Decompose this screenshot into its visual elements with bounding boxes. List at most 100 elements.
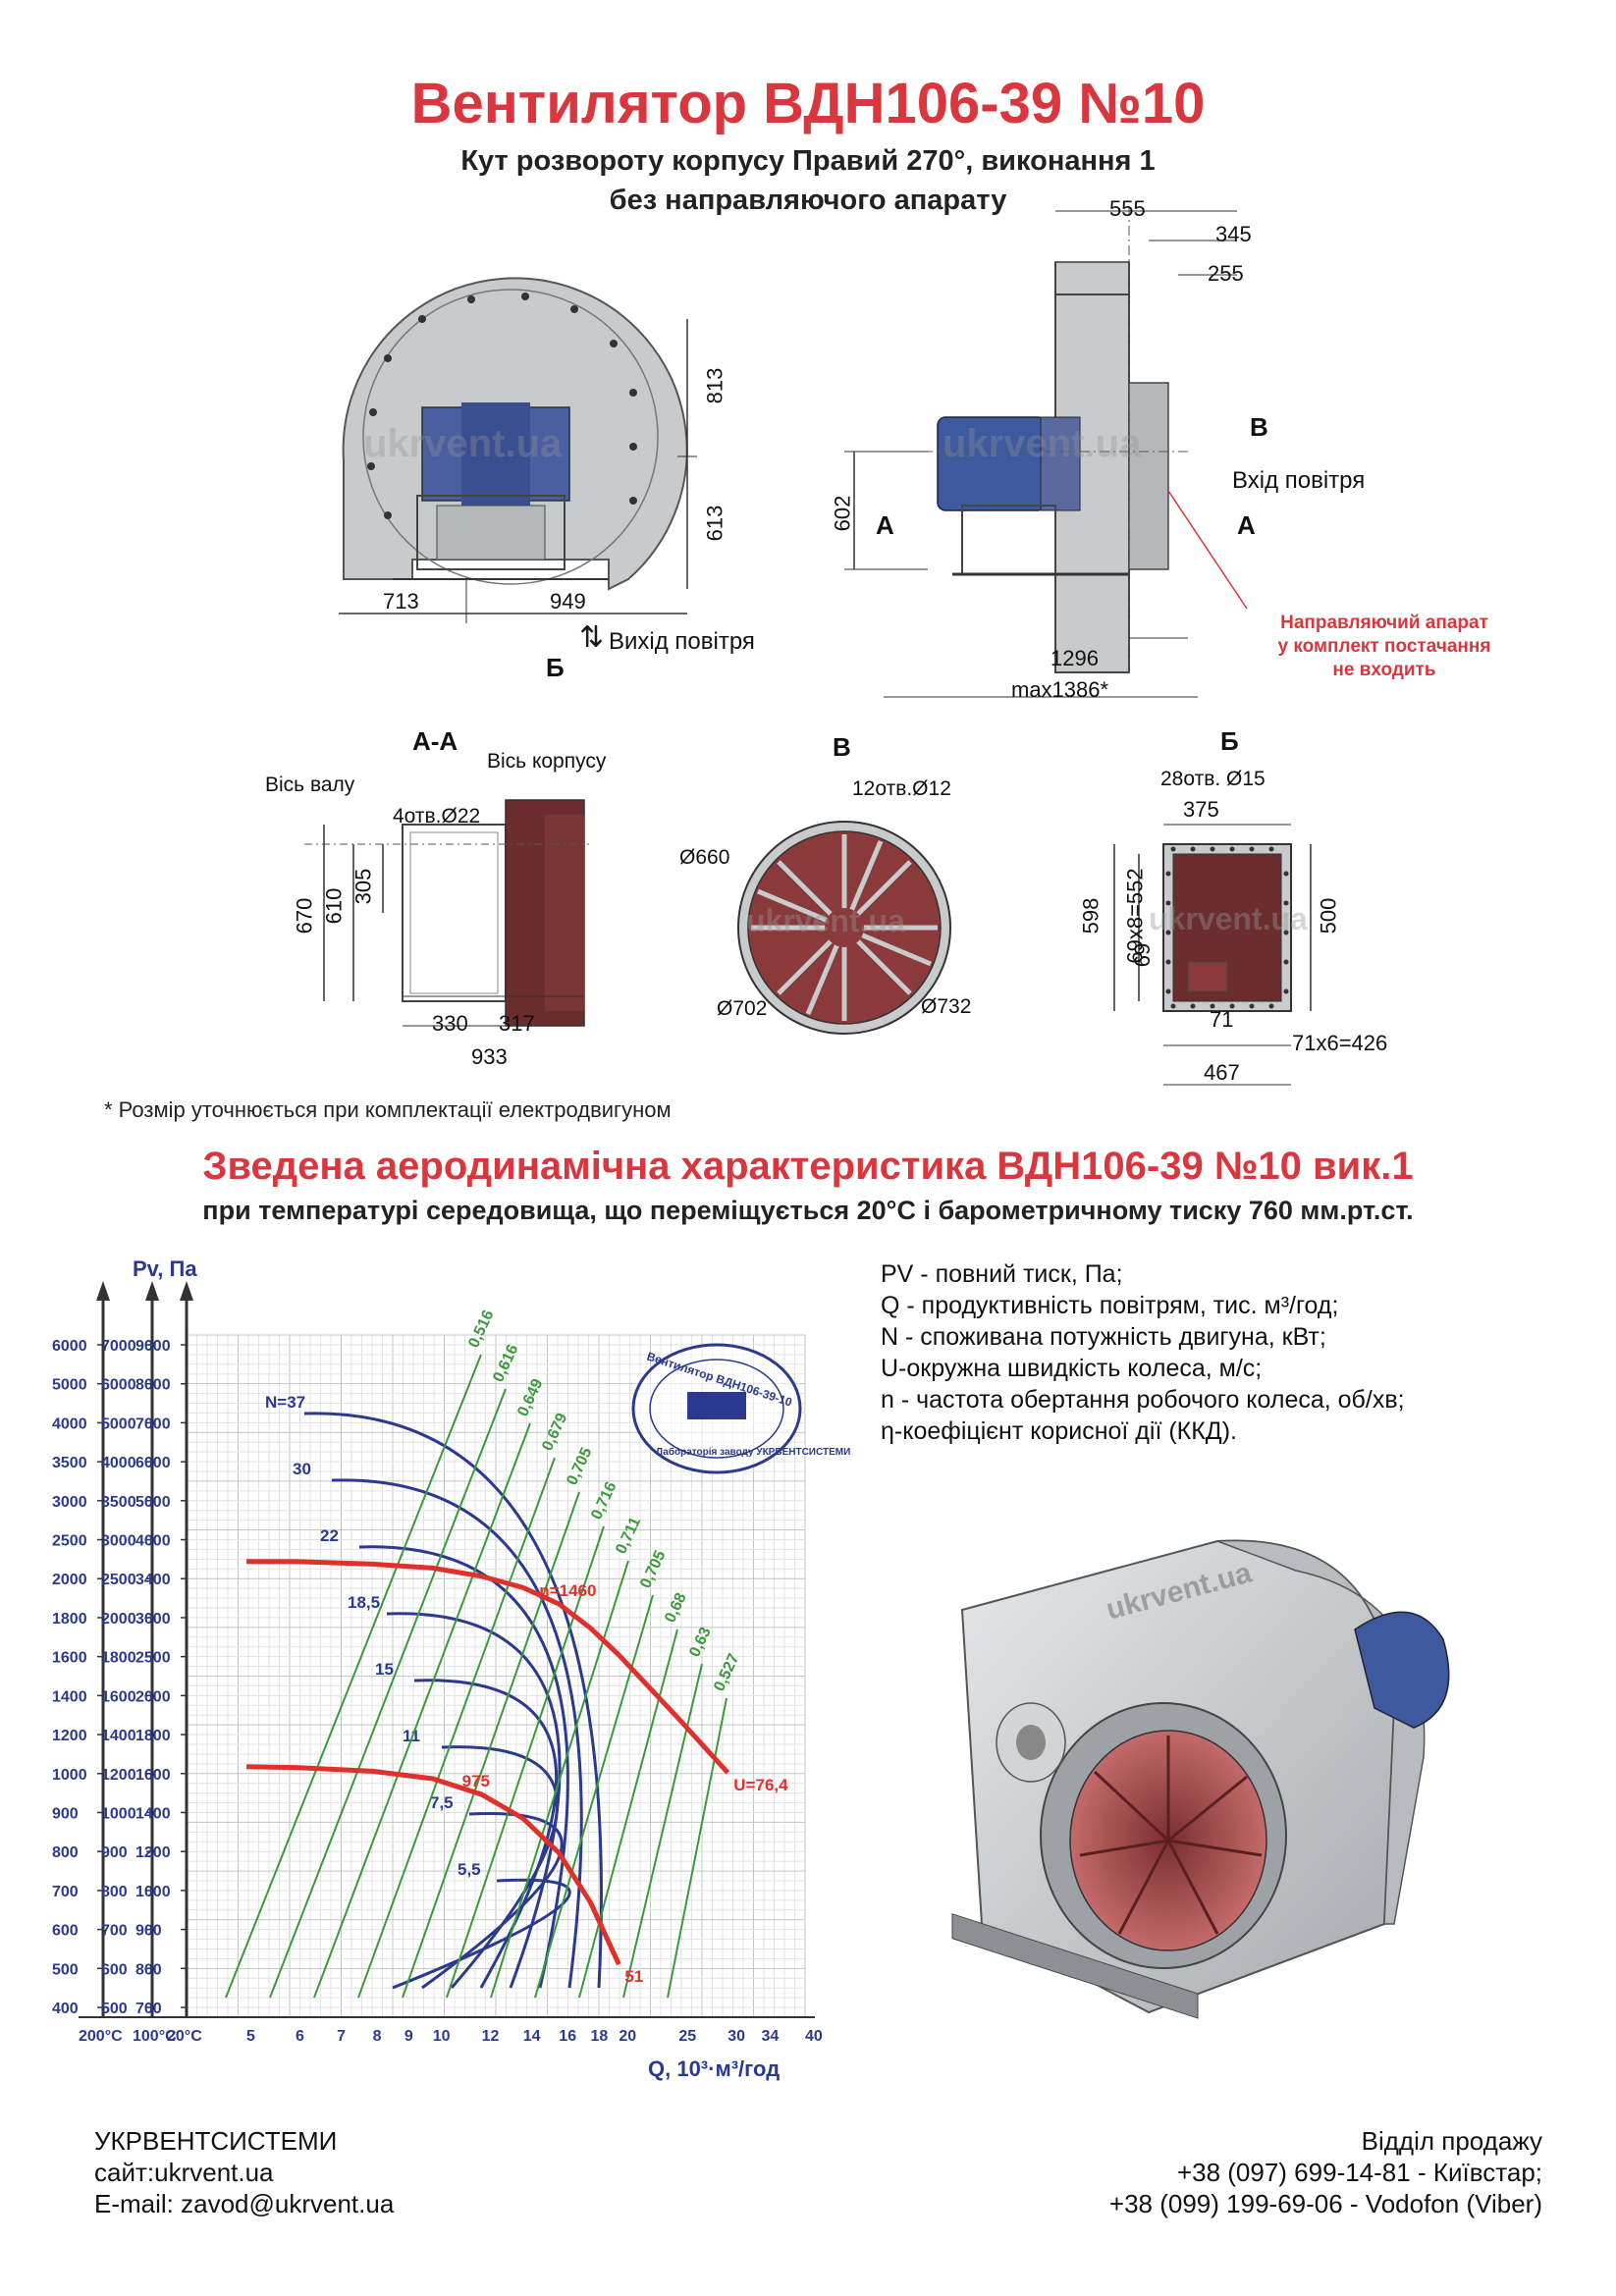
power-curve	[303, 1412, 603, 1989]
power-label: 18,5	[348, 1593, 380, 1612]
dim-467: 467	[1204, 1060, 1240, 1085]
y-tick-label-200c: 600	[52, 1923, 79, 1940]
y-tick-label-20c: 1000	[135, 1884, 171, 1900]
dim-713: 713	[383, 589, 419, 614]
y-tick-label-200c: 1600	[52, 1650, 87, 1667]
phone-kyivstar[interactable]: +38 (097) 699-14-81 - Київстар;	[1176, 2158, 1542, 2187]
y-tick-label-100c: 1200	[101, 1767, 136, 1784]
y-tick-label-200c: 5000	[52, 1377, 87, 1394]
efficiency-line	[446, 1525, 605, 1999]
power-label: N=37	[265, 1393, 305, 1412]
y-tick-label-20c: 2000	[135, 1688, 171, 1705]
speed-curve-label: 975	[462, 1772, 490, 1790]
speed-curve	[246, 1764, 621, 1966]
power-label: 7,5	[430, 1793, 454, 1812]
efficiency-line	[622, 1663, 703, 1999]
y-tick-label-100c: 700	[101, 1923, 128, 1940]
dim-610: 610	[321, 887, 347, 925]
x-tick-label: 5	[246, 2028, 255, 2045]
y-tick-label-100c: 4000	[101, 1455, 136, 1471]
mark-v: В	[1250, 412, 1268, 442]
y-tick-label-100c: 800	[101, 1884, 128, 1900]
power-label: 22	[320, 1526, 339, 1545]
y-tick-label-100c: 1600	[101, 1688, 136, 1705]
y-tick-label-200c: 800	[52, 1844, 79, 1861]
x-tick-label: 100°С	[133, 2028, 177, 2045]
footer-right: Відділ продажу +38 (097) 699-14-81 - Киї…	[1109, 2125, 1542, 2219]
efficiency-line	[402, 1491, 580, 1999]
legend-item: U-окружна швидкість колеса, м/с;	[881, 1355, 1263, 1382]
x-tick-label: 6	[296, 2028, 304, 2045]
dim-345: 345	[1215, 222, 1252, 246]
x-tick-label: 10	[433, 2028, 451, 2045]
efficiency-label: 0,63	[686, 1625, 715, 1659]
dim-71: 71	[1210, 1007, 1234, 1032]
power-label: 11	[403, 1727, 420, 1745]
legend-item: PV - повний тиск, Па;	[881, 1260, 1123, 1288]
y-tick-label-200c: 1400	[52, 1688, 87, 1705]
outlet-arrow-icon: ⇅	[579, 621, 605, 654]
section-aa-title: А-А	[412, 726, 458, 756]
y-tick-label-100c: 1800	[101, 1650, 136, 1667]
mark-a-left: А	[876, 510, 894, 540]
efficiency-label: 0,616	[490, 1342, 521, 1385]
x-tick-label: 20°С	[167, 2028, 202, 2045]
watermark-side: ukrvent.ua	[943, 422, 1142, 465]
x-tick-label: 8	[373, 2028, 382, 2045]
x-tick-label: 12	[482, 2028, 500, 2045]
efficiency-line	[667, 1697, 727, 1999]
dim-813: 813	[702, 367, 727, 404]
y-tick-label-100c: 1400	[101, 1728, 136, 1744]
company-email[interactable]: E-mail: zavod@ukrvent.ua	[94, 2189, 395, 2218]
side-vdim-line	[844, 451, 928, 570]
stamp-sub: Лабораторія заводу УКРВЕНТСИСТЕМИ	[656, 1446, 850, 1458]
y-tick-label-100c: 1000	[101, 1805, 136, 1822]
dim-613: 613	[702, 505, 727, 542]
y-tick-label-200c: 900	[52, 1805, 79, 1822]
footer-left: УКРВЕНТСИСТЕМИ сайт:ukrvent.ua E-mail: z…	[94, 2125, 394, 2219]
subtitle-rotation: Кут розвороту корпусу Правий 270°, викон…	[460, 145, 1156, 177]
dim-426: 71х6=426	[1292, 1031, 1388, 1055]
section-b-title: Б	[1220, 726, 1239, 756]
y-tick-label-20c: 6000	[135, 1455, 171, 1471]
company-site[interactable]: сайт:ukrvent.ua	[94, 2158, 274, 2187]
x-tick-label: 7	[337, 2028, 346, 2045]
dim-500: 500	[1316, 897, 1341, 934]
efficiency-line	[313, 1422, 531, 1999]
y-tick-label-20c: 700	[135, 2001, 162, 2017]
x-tick-label: 20	[619, 2028, 636, 2045]
lab-stamp-inner	[649, 1359, 784, 1459]
dim-d702: Ø702	[717, 997, 768, 1020]
y-tick-label-200c: 3500	[52, 1455, 87, 1471]
inlet-label: Вхід повітря	[1232, 467, 1366, 494]
y-tick-label-20c: 1400	[135, 1805, 171, 1822]
mark-a-right: А	[1237, 510, 1256, 540]
efficiency-label: 0,705	[637, 1548, 669, 1591]
outlet-label: Вихід повітря	[609, 628, 755, 655]
x-tick-label: 34	[762, 2028, 780, 2045]
guide-note-1: Направляючий апарат	[1280, 613, 1488, 633]
efficiency-line	[490, 1560, 629, 1999]
y-tick-label-100c: 2500	[101, 1572, 136, 1588]
y-tick-label-100c: 900	[101, 1844, 128, 1861]
power-curve	[331, 1478, 583, 1989]
size-note: * Розмір уточнюється при комплектації ел…	[104, 1097, 672, 1122]
page-title: Вентилятор ВДН106-39 №10	[410, 72, 1206, 135]
section-b-drawing	[1113, 824, 1312, 1086]
x-tick-label: 18	[591, 2028, 609, 2045]
y-tick-label-200c: 1800	[52, 1611, 87, 1628]
dim-670: 670	[292, 897, 317, 934]
power-label: 5,5	[458, 1860, 481, 1879]
phone-vodafone[interactable]: +38 (099) 199-69-06 - Vodofon (Viber)	[1108, 2189, 1542, 2218]
speed-curve-label: n=1460	[539, 1581, 596, 1600]
x-tick-label: 25	[678, 2028, 696, 2045]
y-axis-title: Pv, Па	[133, 1256, 197, 1281]
dim-330: 330	[432, 1011, 468, 1036]
v-holes-label: 12отв.Ø12	[852, 777, 951, 800]
b-holes-label: 28отв. Ø15	[1160, 768, 1266, 790]
front-view-drawing	[342, 277, 688, 591]
watermark-v: ukrvent.ua	[746, 903, 905, 938]
y-tick-label-100c: 2000	[101, 1611, 136, 1628]
efficiency-line	[269, 1388, 507, 1999]
watermark-b: ukrvent.ua	[1149, 901, 1308, 936]
